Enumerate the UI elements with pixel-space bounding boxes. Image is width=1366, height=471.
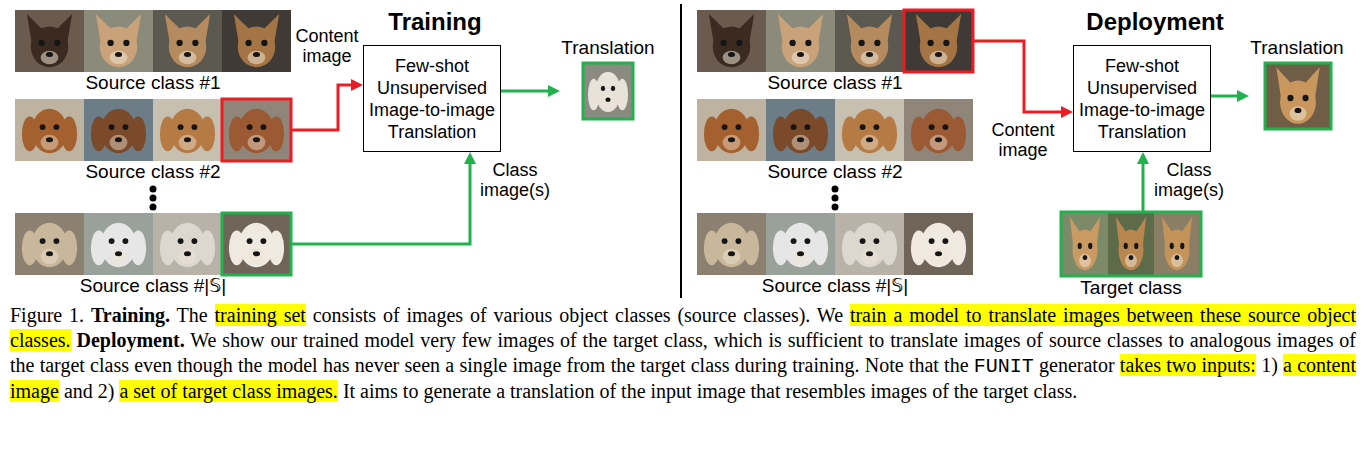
edge-label: Class image(s) — [478, 160, 552, 200]
dog-photo — [222, 213, 291, 275]
output-photo — [1265, 63, 1331, 129]
dog-photo — [222, 99, 291, 161]
process-box: Few-shot Unsupervised Image-to-image Tra… — [363, 45, 501, 152]
ellipsis-dot — [832, 204, 839, 211]
image-slot — [1060, 211, 1202, 277]
dog-photo — [697, 213, 766, 275]
class-strip: Source class #2 — [697, 99, 973, 182]
connector-arrow — [1142, 164, 1145, 211]
node-label: Translation — [1249, 38, 1345, 58]
node-label: Source class #1 — [697, 73, 973, 93]
connector-arrow — [291, 164, 470, 244]
dog-photo — [835, 99, 904, 161]
dog-photo — [153, 213, 222, 275]
caption-run: a set of target class images. — [119, 380, 337, 402]
image-slot — [15, 10, 291, 72]
dog-photo — [904, 10, 973, 72]
dog-photo — [84, 99, 153, 161]
class-strip: Source class #2 — [15, 99, 291, 182]
target-class-set: Target class — [1060, 211, 1202, 298]
dog-photo — [15, 99, 84, 161]
class-strip: Source class #1 — [15, 10, 291, 93]
content-highlight — [222, 99, 291, 161]
dog-photo — [904, 213, 973, 275]
panel-divider — [680, 4, 682, 298]
class-strip: Source class #1 — [697, 10, 973, 93]
ellipsis-dot — [150, 195, 157, 202]
dog-photo — [222, 10, 291, 72]
content-highlight — [904, 10, 973, 72]
dog-photo — [84, 10, 153, 72]
dog-photo — [153, 99, 222, 161]
dog-photo — [766, 213, 835, 275]
image-slot — [15, 213, 291, 275]
dog-photo — [15, 10, 84, 72]
image-slot — [15, 99, 291, 161]
process-box: Few-shot Unsupervised Image-to-image Tra… — [1073, 45, 1211, 152]
image-slot — [1249, 63, 1345, 129]
output-image: Translation — [560, 38, 656, 119]
image-slot — [697, 10, 973, 72]
dog-photo — [697, 99, 766, 161]
connector-arrow — [973, 41, 1061, 112]
dog-photo — [84, 213, 153, 275]
node-label: Target class — [1060, 278, 1202, 298]
panel-title: Deployment — [1080, 8, 1230, 36]
caption-run: takes two inputs: — [1120, 354, 1256, 376]
node-label: Source class #|𝕊| — [15, 276, 291, 296]
node-label: Source class #|𝕊| — [697, 276, 973, 296]
dog-photo — [835, 10, 904, 72]
ellipsis-dot — [150, 204, 157, 211]
cougar-photo — [1062, 213, 1108, 275]
box-label: Few-shot Unsupervised Image-to-image Tra… — [1078, 55, 1206, 143]
dog-photo — [766, 10, 835, 72]
cougar-photo — [1108, 213, 1154, 275]
node-label: Source class #1 — [15, 73, 291, 93]
node-label: Source class #2 — [697, 162, 973, 182]
dog-photo — [15, 213, 84, 275]
output-highlight — [1265, 63, 1331, 129]
class-highlight — [222, 213, 291, 275]
node-label: Source class #2 — [15, 162, 291, 182]
dog-photo — [766, 99, 835, 161]
dog-photo — [697, 10, 766, 72]
dog-photo — [904, 99, 973, 161]
edge-label: Class image(s) — [1152, 160, 1226, 200]
image-slot — [697, 213, 973, 275]
caption-run: train a model to translate images betwee… — [10, 304, 1356, 351]
image-slot — [560, 63, 656, 119]
dog-photo — [835, 213, 904, 275]
connector-arrow — [291, 85, 351, 130]
edge-label: Content image — [990, 120, 1056, 160]
class-strip: Source class #|𝕊| — [697, 213, 973, 296]
node-label: Translation — [560, 38, 656, 58]
caption-run: Deployment. — [76, 329, 184, 351]
output-image: Translation — [1249, 38, 1345, 129]
image-slot — [697, 99, 973, 161]
dog-photo — [153, 10, 222, 72]
caption-run: training set — [215, 304, 306, 326]
class-highlight — [1061, 212, 1201, 276]
box-label: Few-shot Unsupervised Image-to-image Tra… — [368, 55, 496, 143]
ellipsis-dot — [150, 186, 157, 193]
connector-arrow — [501, 90, 548, 93]
ellipsis-dot — [832, 195, 839, 202]
class-strip: Source class #|𝕊| — [15, 213, 291, 296]
cougar-photo — [1154, 213, 1200, 275]
figure-caption: Figure 1. Training. The training set con… — [10, 303, 1356, 404]
panel-title: Training — [370, 8, 500, 36]
edge-label: Content image — [294, 26, 360, 66]
ellipsis-dot — [832, 186, 839, 193]
output-photo — [583, 63, 633, 119]
caption-run: Training. — [91, 304, 170, 326]
output-highlight — [583, 63, 633, 119]
connector-arrow — [1211, 95, 1237, 98]
caption-run: FUNIT — [974, 355, 1034, 378]
